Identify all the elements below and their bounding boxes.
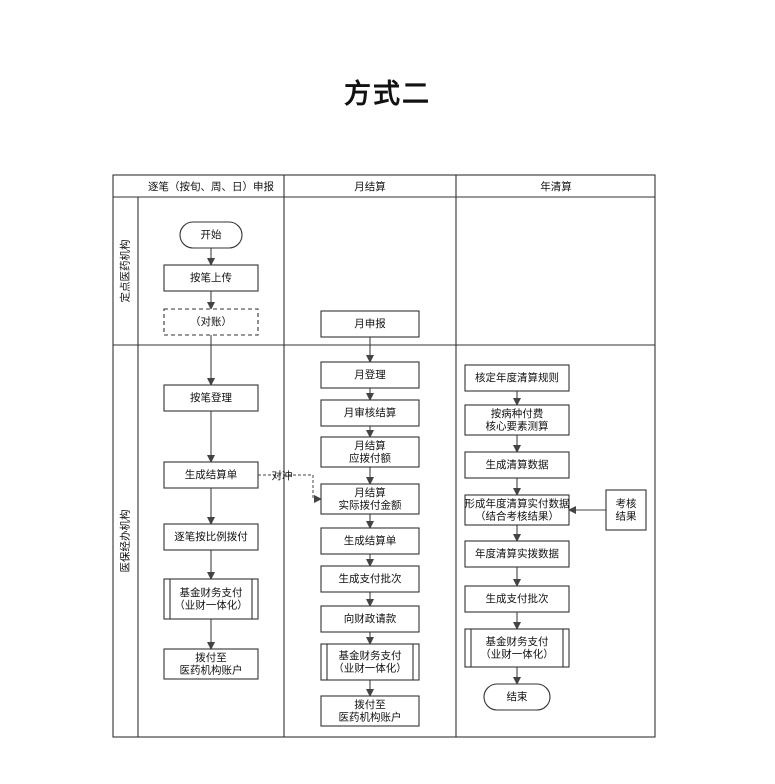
flow-node-n-upload: 按笔上传 [163,264,259,292]
lane-label-lane-hospital: 定点医药机构 [119,240,132,303]
flow-node-n-fund2: 基金财务支付（业财一体化） [320,643,420,681]
flow-node-text: 月登理 [354,368,386,381]
flow-node-text: 生成结算单 [344,534,397,547]
flow-node-text: 拨付至 [354,698,386,711]
flow-node-text: 基金财务支付 [486,635,549,648]
flow-node-text: （业财一体化） [480,647,554,660]
flow-node-text: 月结算 [354,486,386,499]
flow-node-text: 核心要素测算 [486,419,549,432]
flow-node-text: 结束 [507,690,528,703]
flow-node-n-request-finance: 向财政请款 [320,605,420,633]
swimlane-frame [112,174,656,738]
flow-node-n-reconcile: （对账） [163,308,259,336]
flow-node-n-gen-clearing: 生成清算数据 [464,451,570,479]
flow-node-text: 逐笔按比例拨付 [174,530,248,543]
flow-node-text: （结合考核结果） [475,509,559,522]
flow-node-text: 结果 [616,509,637,522]
page-title: 方式二 [344,79,431,110]
flow-node-n-monthly-accept: 月登理 [320,361,420,389]
flow-edge-n-statement-to-n-monthly-actual [258,474,322,503]
flow-node-text: 基金财务支付 [180,586,243,599]
flow-node-text: 月审核结算 [344,406,397,419]
flow-node-n-actual-clearing: 形成年度清算实付数据（结合考核结果） [464,494,570,526]
flow-node-n-statement: 生成结算单 [163,461,259,489]
flow-node-text: 基金财务支付 [339,649,402,662]
flow-node-text: 生成清算数据 [486,458,549,471]
column-header-col-1: 逐笔（按旬、周、日）申报 [148,180,274,193]
lane-label-lane-agency: 医保经办机构 [119,510,132,573]
flow-node-text: 考核 [616,497,637,510]
flow-node-n-prorata: 逐笔按比例拨付 [163,523,259,551]
flow-node-text: 生成结算单 [185,468,238,481]
flow-node-n-start: 开始 [179,221,243,249]
flow-node-text: 向财政请款 [344,612,397,625]
flow-node-text: 年度清算实拨数据 [475,547,559,560]
flow-node-text: 按笔登理 [190,391,232,404]
flow-node-text: 应拨付额 [349,451,391,464]
flow-node-n-gen-batch2: 生成支付批次 [320,565,420,593]
flow-node-n-annual-actual: 年度清算实拨数据 [464,540,570,568]
flow-node-text: 医药机构账户 [180,663,243,676]
flow-node-n-assessment: 考核结果 [605,489,647,531]
flow-node-text: （对账） [190,315,232,328]
flow-node-n-monthly-report: 月申报 [320,310,420,338]
flow-node-text: 拨付至 [195,651,227,664]
flow-node-n-gen-batch3: 生成支付批次 [464,585,570,613]
flow-node-n-accept: 按笔登理 [163,384,259,412]
flow-edge-label: 对冲 [272,469,293,482]
flow-node-text: 按病种付费 [491,407,544,420]
flow-node-text: 按笔上传 [190,271,232,284]
flow-node-text: 医药机构账户 [339,710,402,723]
flow-node-n-annual-rules: 核定年度清算规则 [464,364,570,392]
flow-node-text: 开始 [201,228,222,241]
flow-node-n-end: 结束 [483,683,551,711]
flow-node-text: 实际拨付金额 [339,498,402,511]
flow-node-text: 生成支付批次 [486,592,549,605]
flow-node-text: （业财一体化） [174,598,248,611]
column-header-col-2: 月结算 [354,180,386,193]
flow-node-text: 月结算 [354,439,386,452]
flow-node-text: 生成支付批次 [339,572,402,585]
flow-node-n-fund1: 基金财务支付（业财一体化） [163,578,259,620]
flow-node-text: 月申报 [354,317,386,330]
flow-node-n-fund3: 基金财务支付（业财一体化） [464,628,570,668]
column-header-col-3: 年清算 [540,180,572,193]
flow-node-n-gen-statement2: 生成结算单 [320,527,420,555]
flow-node-text: 形成年度清算实付数据 [465,497,570,510]
flow-node-text: （业财一体化） [333,661,407,674]
flow-node-text: 核定年度清算规则 [475,371,559,384]
flow-node-n-monthly-audit: 月审核结算 [320,399,420,427]
